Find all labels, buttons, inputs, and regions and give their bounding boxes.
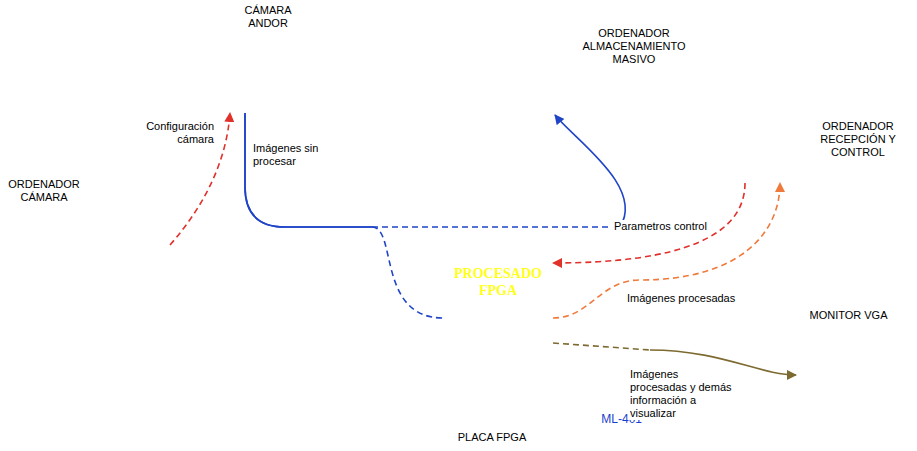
board-label: PLACA FPGA xyxy=(432,431,552,444)
computer-icon xyxy=(470,25,575,120)
monitor-icon xyxy=(796,335,901,417)
monitor-node: MONITOR VGA xyxy=(796,335,901,417)
connector-segment xyxy=(553,343,650,350)
fpga-board: ML-401PLACA FPGAPROCESADO FPGA xyxy=(372,215,650,430)
connector-segment xyxy=(245,113,372,227)
connector-segment xyxy=(372,226,620,228)
camera-node: CÁMARA ANDOR xyxy=(200,35,295,113)
processing-box: PROCESADO FPGA xyxy=(443,243,553,353)
connector-segment xyxy=(553,183,745,263)
processing-label: PROCESADO FPGA xyxy=(450,265,546,299)
connector-segment xyxy=(555,115,625,227)
connector xyxy=(553,183,745,263)
edge-label: Configuración cámara xyxy=(120,120,216,146)
edge-label: Imágenes sin procesar xyxy=(251,142,325,168)
computer-node: ORDENADOR CÁMARA xyxy=(62,220,180,310)
edge-label: Imágenes procesadas y demás información … xyxy=(628,368,740,420)
computer-icon xyxy=(62,220,180,310)
computer-icon xyxy=(698,88,806,183)
node-shape xyxy=(372,215,650,430)
camera-icon xyxy=(200,35,295,113)
computer-label: ORDENADOR ALMACENAMIENTO MASIVO xyxy=(578,27,690,66)
computer-node: ORDENADOR ALMACENAMIENTO MASIVO xyxy=(470,25,575,120)
connector xyxy=(245,113,443,318)
connector-segment xyxy=(372,227,443,318)
edge-label: Parametros control xyxy=(612,220,709,233)
computer-label: ORDENADOR CÁMARA xyxy=(4,178,84,204)
connector xyxy=(553,183,780,318)
connector-segment xyxy=(245,113,372,227)
monitor-label: MONITOR VGA xyxy=(796,309,901,322)
computer-label: ORDENADOR RECEPCIÓN Y CONTROL xyxy=(808,120,908,159)
edge-label: Imágenes procesadas xyxy=(625,292,737,305)
connector xyxy=(245,113,625,227)
camera-label: CÁMARA ANDOR xyxy=(238,4,298,30)
computer-node: ORDENADOR RECEPCIÓN Y CONTROL xyxy=(698,88,806,183)
connector-segment xyxy=(553,183,780,318)
